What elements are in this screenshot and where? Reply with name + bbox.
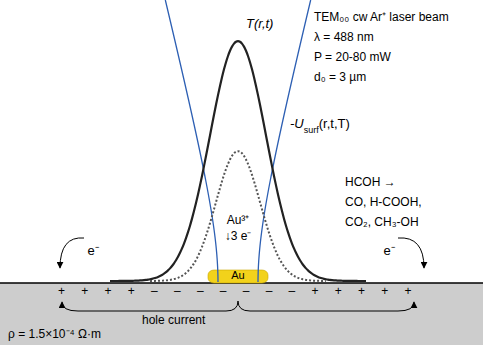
beam-spec: TEM₀₀ cw Ar⁺ laser beam: [314, 11, 449, 25]
hole-current-bracket: [62, 301, 238, 311]
curve-label: T(r,t): [246, 17, 273, 32]
beam-profile-line: [165, 0, 218, 282]
reaction-text: CO₂, CH₃-OH: [345, 216, 419, 230]
beam-profile-line: [258, 0, 311, 282]
hole-current-bracket: [238, 301, 414, 311]
ion-label: Au³⁺: [227, 214, 250, 228]
reaction-text: HCOH →: [345, 176, 396, 190]
beam-spec: d₀ = 3 µm: [314, 71, 366, 85]
gold-particle: [208, 270, 268, 283]
reaction-text: CO, H-COOH,: [345, 196, 422, 210]
curve-label: -U: [290, 117, 304, 132]
resistivity-label: ρ = 1.5×10⁻⁴ Ω·m: [8, 328, 101, 342]
electron-label: e⁻: [87, 244, 98, 259]
electron-arrow: [398, 238, 424, 268]
electron-transfer: ↓3 e⁻: [225, 230, 252, 244]
beam-spec: P = 20-80 mW: [314, 51, 391, 65]
subscript: surf: [304, 125, 319, 135]
curve-label: (r,t,T): [319, 117, 350, 132]
particle-label: Au: [231, 269, 244, 282]
electron-arrow: [60, 238, 84, 268]
beam-spec: λ = 488 nm: [314, 31, 374, 45]
charge-row: + + + + – – – – – – – + + + + +: [58, 285, 418, 299]
potential-curve: [150, 151, 326, 281]
temperature-curve: [110, 41, 366, 281]
current-label: hole current: [142, 314, 205, 328]
electron-label: e⁻: [383, 244, 394, 259]
substrate: [0, 283, 483, 345]
